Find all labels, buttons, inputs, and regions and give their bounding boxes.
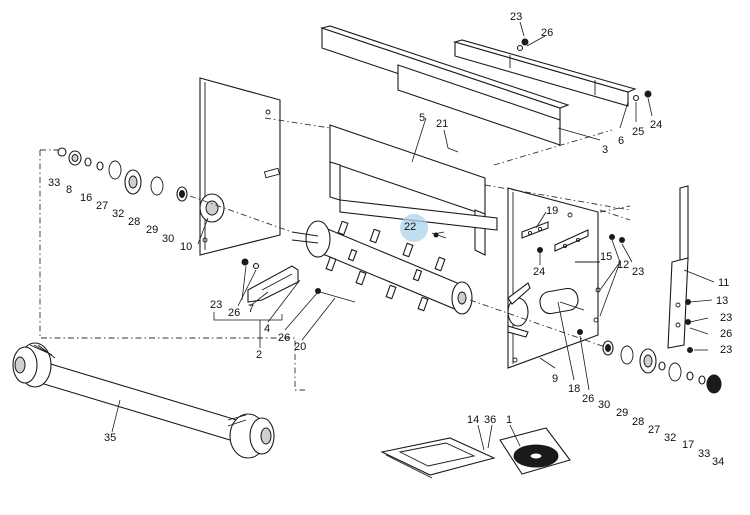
cd-part-1	[499, 427, 571, 475]
callout-label: 26	[278, 332, 290, 344]
callout-label: 23	[632, 266, 644, 278]
callout-label: 28	[632, 416, 644, 428]
callout-label: 6	[618, 135, 624, 147]
leader-lines	[111, 21, 715, 451]
callout-label: 33	[48, 177, 60, 189]
callout-label: 27	[96, 200, 108, 212]
callout-labels: 23 26 5 21 3 6 25 24 33 8 16 27 32 28 29…	[48, 11, 732, 468]
callout-label: 35	[104, 432, 116, 444]
callout-label: 36	[484, 414, 496, 426]
callout-label: 10	[180, 241, 192, 253]
callout-label: 26	[720, 328, 732, 340]
callout-label: 26	[228, 307, 240, 319]
callout-label: 26	[541, 27, 553, 39]
callout-label: 32	[664, 432, 676, 444]
left-bearing-stack	[57, 147, 188, 202]
arm-part-11	[667, 185, 689, 349]
callout-label: 24	[533, 266, 545, 278]
callout-label: 2	[256, 349, 262, 361]
callout-label: 15	[600, 251, 612, 263]
callout-label: 1	[506, 414, 512, 426]
callout-label: 16	[80, 192, 92, 204]
callout-label: 34	[712, 456, 724, 468]
callout-label: 29	[616, 407, 628, 419]
right-side-panel-part-9	[507, 187, 601, 369]
highlight-marker-part-22	[400, 214, 428, 242]
callout-label: 19	[546, 205, 558, 217]
rotor-shaft	[291, 220, 473, 315]
callout-label: 7	[248, 303, 254, 315]
callout-label: 9	[552, 373, 558, 385]
callout-label: 21	[436, 118, 448, 130]
callout-label: 11	[718, 277, 729, 289]
callout-label-highlighted: 22	[404, 221, 416, 233]
callout-label: 23	[510, 11, 522, 23]
manual-part-14-36	[380, 437, 496, 479]
callout-label: 27	[648, 424, 660, 436]
callout-label: 5	[419, 112, 425, 124]
right-bearing-stack	[602, 340, 722, 394]
callout-label: 8	[66, 184, 72, 196]
callout-label: 17	[682, 439, 694, 451]
callout-label: 26	[582, 393, 594, 405]
callout-label: 28	[128, 216, 140, 228]
callout-label: 23	[720, 344, 732, 356]
callout-label: 3	[602, 144, 608, 156]
callout-label: 18	[568, 383, 580, 395]
callout-label: 23	[720, 312, 732, 324]
callout-label: 20	[294, 341, 306, 353]
callout-label: 32	[112, 208, 124, 220]
callout-label: 13	[716, 295, 728, 307]
top-bracket-part-3	[320, 25, 570, 146]
top-bracket-part-6	[453, 39, 637, 107]
callout-label: 30	[162, 233, 174, 245]
callout-label: 30	[598, 399, 610, 411]
callout-label: 25	[632, 126, 644, 138]
callout-label: 12	[617, 259, 629, 271]
callout-label: 24	[650, 119, 662, 131]
callout-label: 4	[264, 323, 270, 335]
left-side-panel-part-10	[199, 77, 281, 256]
callout-label: 14	[467, 414, 479, 426]
callout-label: 29	[146, 224, 158, 236]
drive-shaft-part-35	[12, 342, 275, 459]
callout-label: 33	[698, 448, 710, 460]
callout-label: 23	[210, 299, 222, 311]
dash-assembly-lines	[39, 117, 631, 391]
